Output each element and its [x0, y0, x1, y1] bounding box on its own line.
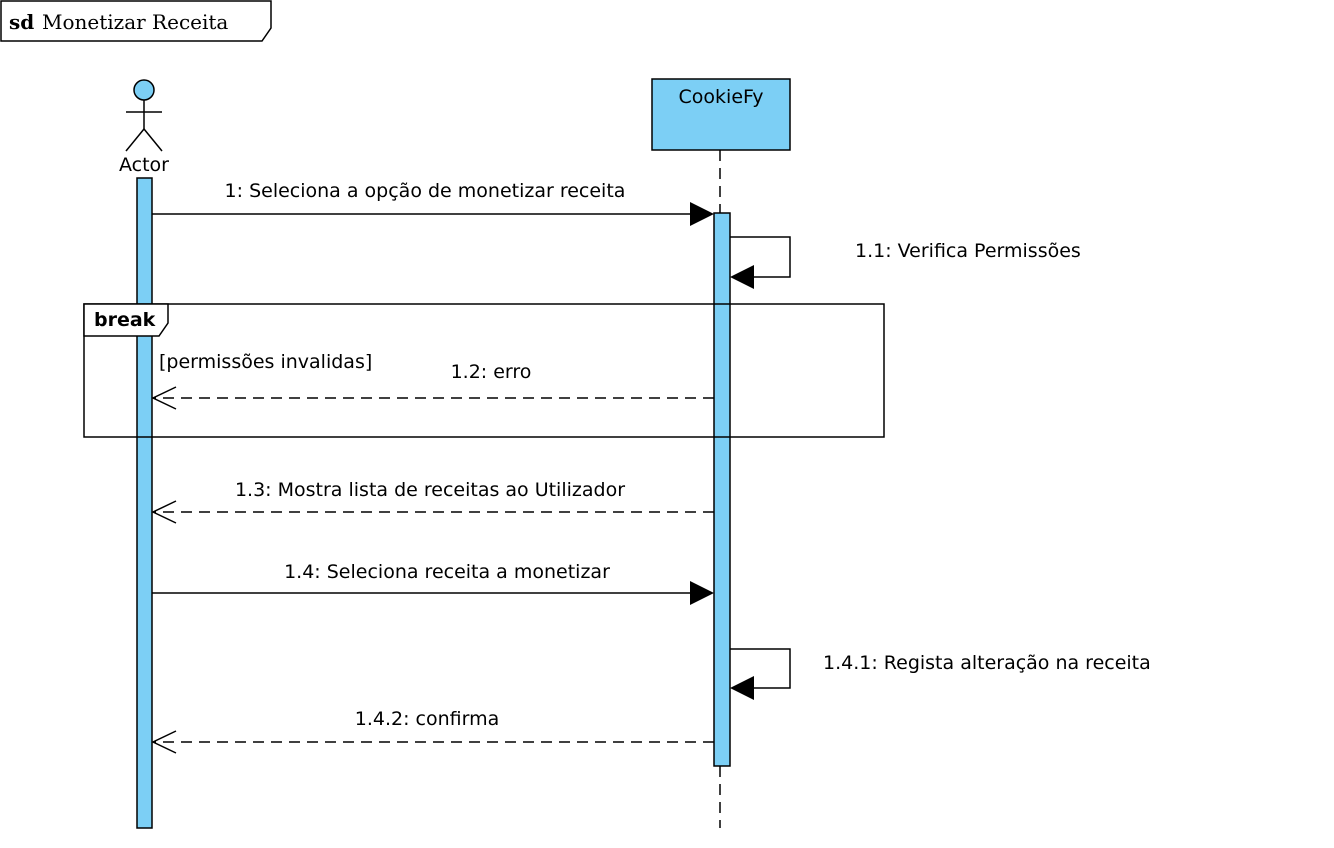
break-operator-label: break — [94, 309, 156, 331]
message-1-4: 1.4: Seleciona receita a monetizar — [152, 561, 714, 605]
message-1-3-arrowhead — [151, 500, 177, 524]
cookiefy-head-box — [651, 78, 791, 151]
message-1-label: 1: Seleciona a opção de monetizar receit… — [225, 180, 626, 202]
message-1-2-label: 1.2: erro — [451, 361, 532, 383]
message-1-4-1: 1.4.1: Regista alteração na receita — [730, 648, 1151, 700]
message-1-3: 1.3: Mostra lista de receitas ao Utiliza… — [151, 479, 714, 524]
message-1-arrowhead — [690, 202, 714, 226]
frame-keyword: sd — [9, 10, 34, 34]
break-fragment-box — [83, 303, 885, 438]
cookiefy-lifeline: CookieFy — [651, 78, 791, 828]
message-1-1: 1.1: Verifica Permissões — [730, 236, 1081, 289]
diagram-frame-tab: sd Monetizar Receita — [0, 0, 272, 42]
frame-title: Monetizar Receita — [42, 10, 228, 34]
message-1-4-2-label: 1.4.2: confirma — [355, 708, 500, 730]
break-fragment: break [permissões invalidas] — [83, 303, 885, 438]
break-guard-label: [permissões invalidas] — [159, 351, 372, 373]
message-1-3-label: 1.3: Mostra lista de receitas ao Utiliza… — [235, 479, 625, 501]
cookiefy-activation-bar — [713, 212, 731, 767]
actor-activation-bar — [136, 177, 153, 829]
message-1: 1: Seleciona a opção de monetizar receit… — [152, 180, 714, 226]
message-1-4-2: 1.4.2: confirma — [151, 708, 714, 754]
message-1-1-arrowhead — [730, 265, 754, 289]
message-1-1-label: 1.1: Verifica Permissões — [855, 240, 1081, 262]
message-1-4-label: 1.4: Seleciona receita a monetizar — [284, 561, 610, 583]
actor-lifeline: Actor — [119, 79, 169, 829]
message-1-4-1-arrowhead — [730, 676, 754, 700]
break-operator-tab — [83, 303, 169, 337]
message-1-4-arrowhead — [690, 581, 714, 605]
actor-name: Actor — [119, 154, 169, 176]
message-1-2: 1.2: erro — [151, 361, 714, 410]
message-1-1-line — [730, 236, 791, 278]
message-1-4-2-arrowhead — [151, 730, 177, 754]
message-1-4-1-line — [730, 648, 791, 689]
message-1-4-1-label: 1.4.1: Regista alteração na receita — [823, 652, 1151, 674]
actor-icon — [125, 79, 163, 152]
cookiefy-name: CookieFy — [679, 86, 764, 108]
message-1-2-arrowhead — [151, 386, 177, 410]
